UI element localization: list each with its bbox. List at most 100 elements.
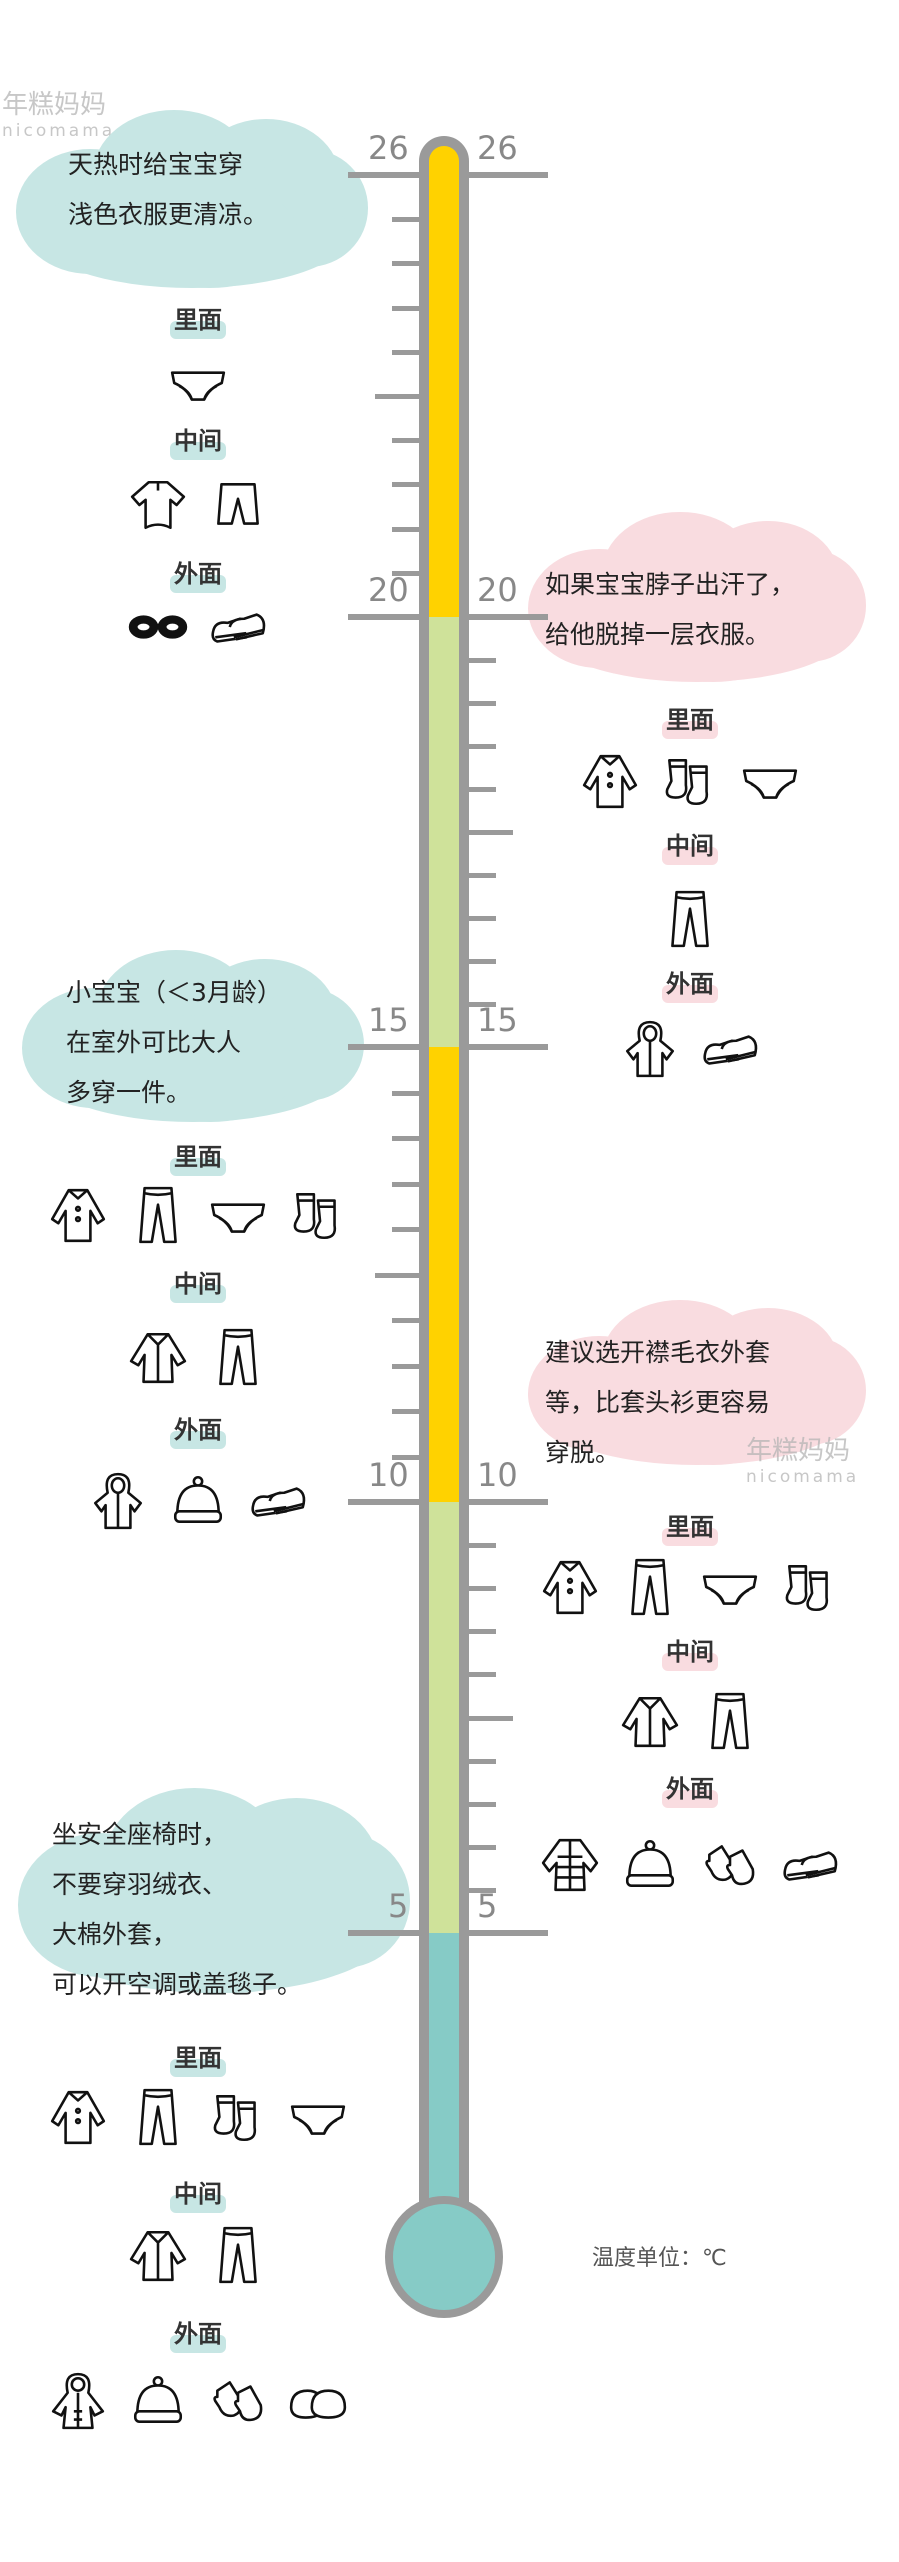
- minor-tick: [468, 1758, 496, 1764]
- watermark-en: nicomama: [746, 1467, 860, 1487]
- shoes-icon: [251, 1487, 306, 1517]
- layer-label-text: 中间: [666, 1638, 714, 1666]
- tip-line: 坐安全座椅时，: [52, 1820, 228, 1849]
- shoes-icon: [783, 1851, 838, 1881]
- minor-tick: [392, 349, 420, 355]
- scale-label-right: 20: [477, 571, 518, 609]
- layer-label: 中间: [170, 421, 226, 460]
- shirt-icon: [50, 1188, 106, 1243]
- hat-icon: [133, 2375, 183, 2423]
- sunglasses-icon: [128, 615, 188, 639]
- minor-tick: [375, 1272, 420, 1278]
- clothing-row: [619, 1018, 761, 1080]
- shirt-icon: [582, 754, 638, 809]
- tip-line: 天热时给宝宝穿: [68, 150, 244, 179]
- briefs-icon: [742, 769, 798, 799]
- clothing-row: [87, 1470, 309, 1532]
- cloud-shape: [135, 1870, 332, 1993]
- socks-icon: [785, 1565, 829, 1612]
- shirt-icon: [542, 1560, 598, 1615]
- cloud-shape: [629, 580, 799, 682]
- minor-tick: [392, 570, 420, 576]
- tip-line: 不要穿羽绒衣、: [52, 1870, 228, 1899]
- tip-line: 小宝宝（＜3月龄）: [66, 978, 282, 1007]
- minor-tick: [392, 1363, 420, 1369]
- pants-icon: [139, 2088, 177, 2146]
- tip-line: 浅色衣服更清凉。: [68, 200, 269, 229]
- minor-tick: [392, 261, 420, 267]
- tip-line: 穿脱。: [545, 1438, 621, 1467]
- scale-label-right: 26: [477, 129, 518, 167]
- cardigan-icon: [129, 2230, 187, 2282]
- layer-label-text: 里面: [174, 2044, 222, 2072]
- minor-tick: [468, 787, 496, 792]
- cloud-shape: [629, 1366, 799, 1465]
- layer-label: 外面: [662, 1769, 718, 1808]
- layer-label-text: 中间: [174, 1270, 222, 1298]
- scale-label-left: 20: [368, 571, 409, 609]
- layer-label-text: 里面: [174, 306, 222, 334]
- fill-warm-26-20: [429, 146, 459, 617]
- socks-icon: [293, 1193, 337, 1240]
- layer-label: 中间: [662, 1632, 718, 1671]
- fill-warm-15-10: [429, 1047, 459, 1502]
- minor-tick: [468, 1629, 496, 1635]
- layer-label-text: 外面: [174, 560, 222, 588]
- clothing-row: [659, 888, 721, 950]
- tip-line: 多穿一件。: [66, 1078, 192, 1107]
- minor-tick: [392, 1090, 420, 1096]
- minor-tick: [468, 1543, 496, 1549]
- minor-tick: [392, 1227, 420, 1232]
- hat-icon: [173, 1475, 223, 1523]
- down-jacket-icon: [541, 1838, 599, 1892]
- tip-line: 给他脱掉一层衣服。: [545, 620, 771, 649]
- briefs-icon: [702, 1575, 758, 1605]
- scale-label-right: 10: [477, 1456, 518, 1494]
- tip-text: 如果宝宝脖子出汗了，给他脱掉一层衣服。: [545, 560, 795, 660]
- minor-tick: [392, 1454, 420, 1460]
- clothing-row: [127, 474, 269, 536]
- minor-tick: [468, 1002, 496, 1007]
- minor-tick: [468, 959, 496, 964]
- major-tick-left: [348, 172, 420, 178]
- clothing-row: [127, 1326, 269, 1388]
- mittens-icon: [213, 2381, 263, 2422]
- minor-tick: [392, 305, 420, 311]
- watermark-en: nicomama: [2, 121, 116, 141]
- pants-icon: [219, 2226, 257, 2284]
- layer-label: 里面: [662, 1507, 718, 1546]
- layer-label-text: 外面: [174, 1416, 222, 1444]
- fill-mild-20-15: [429, 617, 459, 1047]
- major-tick-right: [468, 1930, 548, 1936]
- tip-cloud: [22, 950, 364, 1122]
- cardigan-icon: [129, 1332, 187, 1384]
- minor-tick: [468, 744, 496, 749]
- minor-tick: [468, 1586, 496, 1592]
- scale-label-left: 15: [368, 1001, 409, 1039]
- layer-label: 里面: [170, 1137, 226, 1176]
- minor-tick: [392, 217, 420, 223]
- fill-cold-below-5: [429, 1933, 459, 2233]
- snowsuit-icon: [51, 2372, 105, 2430]
- slippers-icon: [289, 2389, 347, 2419]
- minor-tick: [392, 438, 420, 444]
- clothing-row: [127, 2224, 269, 2286]
- tip-line: 可以开空调或盖毯子。: [52, 1970, 303, 1999]
- minor-tick: [468, 1672, 496, 1678]
- clothing-row: [579, 750, 801, 812]
- mittens-icon: [705, 1845, 755, 1886]
- tip-cloud: [18, 1788, 410, 1993]
- pants-icon: [631, 1558, 669, 1616]
- tip-cloud: [528, 512, 866, 682]
- scale-label-left: 10: [368, 1456, 409, 1494]
- pants-icon: [671, 890, 709, 948]
- tip-text: 建议选开襟毛衣外套等，比套头衫更容易穿脱。: [545, 1328, 770, 1478]
- thermometer-bulb-fill: [393, 2204, 495, 2310]
- clothing-row: [539, 1556, 841, 1618]
- layer-label-text: 里面: [666, 1513, 714, 1541]
- briefs-icon: [290, 2105, 346, 2135]
- layer-label: 外面: [170, 1410, 226, 1449]
- clothing-row: [47, 2370, 349, 2432]
- briefs-icon: [210, 1203, 266, 1233]
